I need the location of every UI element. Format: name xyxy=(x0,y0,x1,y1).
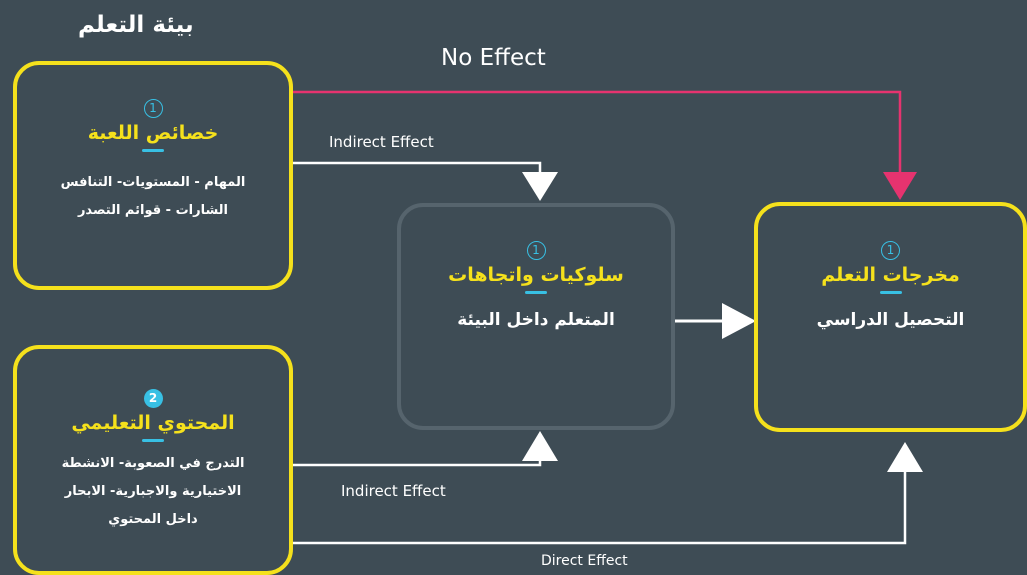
educational-content-line-3: داخل المحتوي xyxy=(108,512,198,527)
no-effect-label: No Effect xyxy=(441,45,546,71)
educational-content-title: المحتوي التعليمي xyxy=(71,412,235,434)
educational-content-box: 2 المحتوي التعليمي التدرج في الصعوبة- ال… xyxy=(13,345,293,575)
learner-behaviors-description: المتعلم داخل البيئة xyxy=(457,310,615,330)
learning-outcomes-title: مخرجات التعلم xyxy=(821,264,960,286)
educational-content-description: التدرج في الصعوبة- الانشطة الاختيارية وا… xyxy=(62,450,245,534)
game-features-title: خصائص اللعبة xyxy=(87,122,219,144)
educational-content-line-2: الاختيارية والاجبارية- الابحار xyxy=(64,484,242,499)
no-effect-arrowhead xyxy=(883,172,917,200)
direct-effect-arrowhead xyxy=(887,442,923,472)
number-badge: 2 xyxy=(143,389,163,408)
indirect-effect-label-bottom: Indirect Effect xyxy=(341,482,446,500)
indirect-effect-arrowhead-bottom xyxy=(522,431,558,461)
indirect-effect-arrowhead-top xyxy=(522,172,558,201)
learning-outcomes-box: 1 مخرجات التعلم التحصيل الدراسي xyxy=(754,202,1027,432)
direct-effect-arrow xyxy=(290,460,907,545)
learner-behaviors-box: 1 سلوكيات واتجاهات المتعلم داخل البيئة xyxy=(397,203,675,430)
no-effect-arrow xyxy=(290,90,902,188)
title-underline xyxy=(525,291,547,294)
title-underline xyxy=(142,439,164,442)
direct-effect-label: Direct Effect xyxy=(541,553,628,569)
game-features-line-1: المهام - المستويات- التنافس xyxy=(60,175,246,190)
indirect-effect-label-top: Indirect Effect xyxy=(329,133,434,151)
learner-behaviors-title: سلوكيات واتجاهات xyxy=(448,264,624,286)
behaviors-to-outcomes-arrowhead xyxy=(722,303,756,339)
learning-outcomes-description: التحصيل الدراسي xyxy=(816,310,965,330)
environment-title: بيئة التعلم xyxy=(78,12,194,38)
indirect-effect-arrow-bottom xyxy=(290,446,542,467)
number-badge: 1 xyxy=(526,241,546,260)
educational-content-line-1: التدرج في الصعوبة- الانشطة xyxy=(61,456,245,471)
game-features-line-2: الشارات - قوائم التصدر xyxy=(77,203,229,218)
number-badge: 1 xyxy=(143,99,163,118)
game-features-box: 1 خصائص اللعبة المهام - المستويات- التنا… xyxy=(13,61,293,290)
title-underline xyxy=(142,149,164,152)
number-badge: 1 xyxy=(881,241,900,260)
game-features-description: المهام - المستويات- التنافس الشارات - قو… xyxy=(61,169,246,225)
indirect-effect-arrow-top xyxy=(290,161,542,188)
title-underline xyxy=(879,291,902,294)
